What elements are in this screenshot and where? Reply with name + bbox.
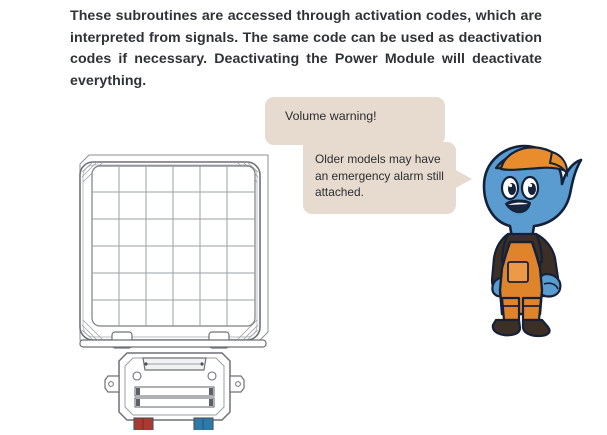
base-ear-left-hole bbox=[108, 381, 114, 387]
slot-upper-tab-left bbox=[136, 388, 140, 395]
callout-bubble-lower[interactable]: Older models may have an emergency alarm… bbox=[303, 142, 456, 214]
screw-boss-right bbox=[207, 371, 217, 381]
grid-lines bbox=[92, 166, 255, 326]
pupil-left-highlight bbox=[508, 183, 513, 188]
hand-right-crease bbox=[543, 282, 559, 290]
device-svg bbox=[79, 154, 269, 435]
slot-upper bbox=[134, 386, 215, 397]
boot-left bbox=[491, 318, 522, 337]
base-ear-right-hole bbox=[235, 381, 241, 387]
slot-lower-tab-left bbox=[136, 399, 140, 406]
connector-pin-right bbox=[200, 362, 204, 366]
overalls-pocket bbox=[507, 261, 529, 283]
character-svg bbox=[481, 143, 587, 338]
overalls-strap-right bbox=[530, 241, 538, 255]
panel-bezel-inner bbox=[82, 164, 258, 338]
slot-upper-tab-right bbox=[209, 388, 213, 395]
leg-right bbox=[521, 296, 543, 322]
mouth-teeth bbox=[508, 202, 528, 205]
callout-bubble-tail bbox=[452, 168, 472, 190]
blue-mascot-character bbox=[466, 138, 591, 343]
body-paragraph: These subroutines are accessed through a… bbox=[70, 8, 542, 89]
connector-pin-left bbox=[144, 362, 148, 366]
base-enclosure-inner bbox=[124, 357, 225, 416]
slot-lower-tab-right bbox=[209, 399, 213, 406]
pupil-right-highlight bbox=[528, 183, 533, 188]
screw-boss-left bbox=[132, 371, 142, 381]
callout-bubble-upper[interactable]: Volume warning! bbox=[265, 97, 445, 145]
power-module-device bbox=[72, 150, 277, 435]
cap-side-flap bbox=[548, 150, 569, 178]
overalls-strap-left bbox=[504, 241, 512, 255]
leg-left bbox=[500, 296, 521, 322]
boot-right bbox=[521, 318, 551, 338]
callout-bubble-upper-text: Volume warning! bbox=[285, 109, 377, 123]
slot-lower bbox=[134, 397, 215, 408]
callout-bubble-lower-text: Older models may have an emergency alarm… bbox=[315, 152, 444, 199]
panel-base-rail bbox=[79, 339, 267, 348]
